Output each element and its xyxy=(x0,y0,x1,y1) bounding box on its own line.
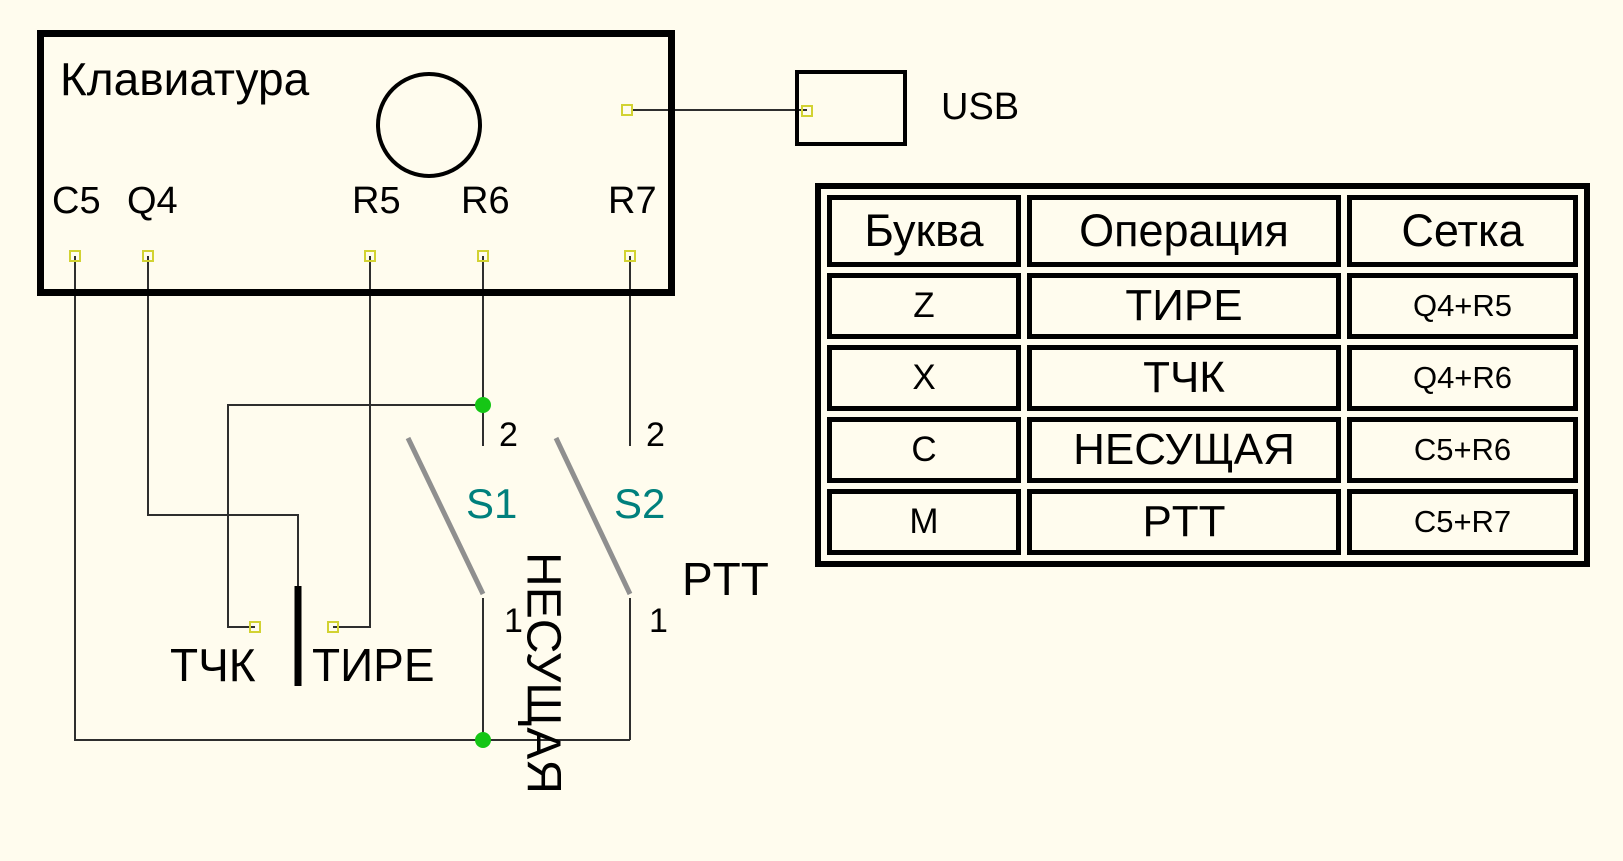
junction-dot-top xyxy=(475,397,491,413)
s1-terminal-2-label: 2 xyxy=(499,416,518,454)
table-row: C НЕСУЩАЯ C5+R6 xyxy=(827,417,1578,483)
pin-label-c5: C5 xyxy=(52,180,101,222)
pin-label-r5: R5 xyxy=(352,180,401,222)
wire-q4-lever xyxy=(147,256,299,590)
s2-terminal-1-label: 1 xyxy=(649,602,668,640)
row-c-net: C5+R6 xyxy=(1347,417,1578,483)
pin-square-usb-in xyxy=(801,105,813,117)
wire-r5-dash xyxy=(333,256,371,628)
header-operation: Операция xyxy=(1027,195,1341,267)
table-row: M PTT C5+R7 xyxy=(827,489,1578,555)
keyboard-symbol xyxy=(37,30,675,296)
row-m-letter: M xyxy=(827,489,1021,555)
row-x-net: Q4+R6 xyxy=(1347,345,1578,411)
pin-square-r6 xyxy=(477,250,489,262)
header-letter: Буква xyxy=(827,195,1021,267)
row-x-operation: ТЧК xyxy=(1027,345,1341,411)
junction-dot-bottom xyxy=(475,732,491,748)
switch-s1-arm xyxy=(405,436,486,596)
usb-label: USB xyxy=(941,86,1020,128)
s1-terminal-1-label: 1 xyxy=(504,602,523,640)
pin-square-r7 xyxy=(624,250,636,262)
row-z-operation: ТИРЕ xyxy=(1027,273,1341,339)
row-m-operation: PTT xyxy=(1027,489,1341,555)
row-z-net: Q4+R5 xyxy=(1347,273,1578,339)
row-c-letter: C xyxy=(827,417,1021,483)
carrier-label: НЕСУЩАЯ xyxy=(516,552,570,794)
header-net: Сетка xyxy=(1347,195,1578,267)
contact-square-dot xyxy=(249,621,261,633)
row-m-net: C5+R7 xyxy=(1347,489,1578,555)
wire-c5-common xyxy=(74,256,630,741)
row-c-operation: НЕСУЩАЯ xyxy=(1027,417,1341,483)
ptt-label: PTT xyxy=(682,553,769,605)
wire-r6-dot-branch xyxy=(227,404,483,628)
pin-square-q4 xyxy=(142,250,154,262)
switch-s2-arm xyxy=(553,436,633,596)
pin-label-q4: Q4 xyxy=(127,180,178,222)
keyboard-title: Клавиатура xyxy=(60,53,310,105)
pin-label-r6: R6 xyxy=(461,180,510,222)
row-z-letter: Z xyxy=(827,273,1021,339)
net-table-header-row: Буква Операция Сетка xyxy=(827,195,1578,267)
table-row: X ТЧК Q4+R6 xyxy=(827,345,1578,411)
keyboard-knob-circle xyxy=(376,72,482,178)
net-table: Буква Операция Сетка Z ТИРЕ Q4+R5 X ТЧК … xyxy=(815,183,1590,567)
pin-square-usb-out xyxy=(621,104,633,116)
row-x-letter: X xyxy=(827,345,1021,411)
pin-square-r5 xyxy=(364,250,376,262)
switch-s2-label: S2 xyxy=(614,480,666,527)
dot-contact-label: ТЧК xyxy=(170,639,256,691)
contact-square-dash xyxy=(327,621,339,633)
s2-terminal-2-label: 2 xyxy=(646,416,665,454)
usb-connector-symbol xyxy=(795,70,907,146)
pin-label-r7: R7 xyxy=(608,180,657,222)
table-row: Z ТИРЕ Q4+R5 xyxy=(827,273,1578,339)
pin-square-c5 xyxy=(69,250,81,262)
switch-s1-label: S1 xyxy=(466,480,518,527)
dash-contact-label: ТИРЕ xyxy=(312,639,435,691)
